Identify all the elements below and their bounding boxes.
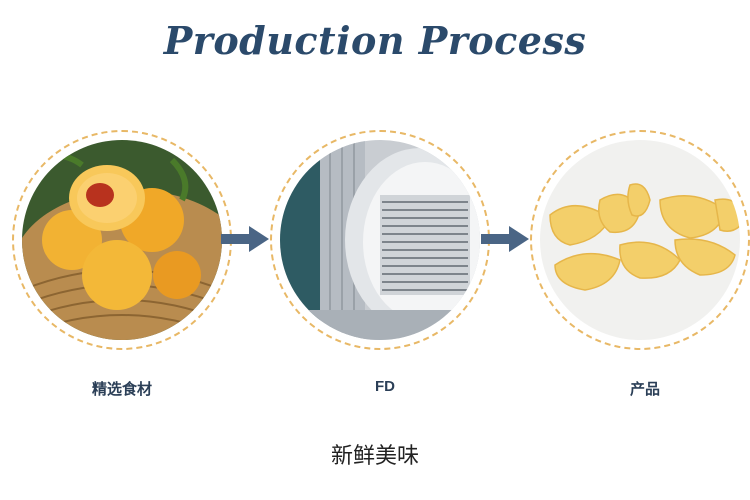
- arrow-right-icon: [481, 226, 529, 252]
- step-1-image-frame: [12, 130, 232, 350]
- page-title: Production Process: [163, 18, 587, 63]
- step-2-image-frame: [270, 130, 490, 350]
- step-3-image-frame: [530, 130, 750, 350]
- step-1-label: 精选食材: [91, 381, 152, 398]
- tagline: 新鲜美味: [330, 444, 419, 469]
- freeze-dried-peach-slices-image: [540, 140, 740, 340]
- arrow-right-icon: [221, 226, 269, 252]
- fresh-peaches-image: [22, 140, 222, 340]
- freeze-dryer-image: [280, 140, 480, 340]
- step-3-label: 产品: [629, 381, 660, 398]
- step-2-label: FD: [375, 378, 395, 395]
